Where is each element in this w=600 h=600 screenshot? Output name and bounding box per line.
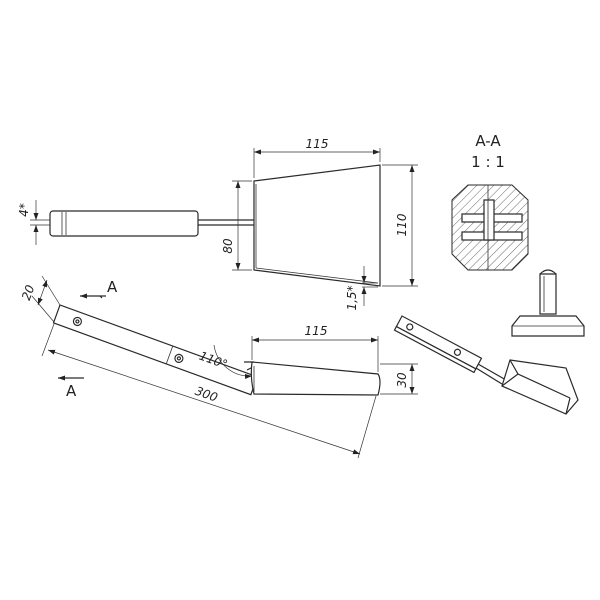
side-rivet-1 bbox=[72, 316, 83, 327]
iso-rivet-1 bbox=[406, 323, 414, 331]
side-handle-bar bbox=[52, 304, 259, 396]
side-view: 115 30 110° 20 300 A A bbox=[19, 275, 418, 459]
dim-top-height: 110 bbox=[395, 213, 409, 236]
iso-rivet-2 bbox=[453, 348, 462, 356]
iso-view bbox=[393, 315, 579, 415]
dim-top-handle-thk: 4* bbox=[17, 203, 31, 217]
dim-top-inner: 80 bbox=[221, 238, 235, 254]
dim-side-pan-height: 30 bbox=[395, 372, 409, 388]
dim-side-length: 300 bbox=[193, 384, 220, 405]
dim-top-width: 115 bbox=[306, 137, 329, 151]
detail-t-piece bbox=[511, 269, 585, 337]
cut-label-bottom: A bbox=[66, 382, 77, 400]
dim-side-pan-width: 115 bbox=[305, 324, 328, 338]
section-scale: 1 : 1 bbox=[471, 153, 505, 171]
top-handle-grip bbox=[49, 210, 199, 237]
section-title: A-A bbox=[475, 132, 501, 150]
side-pan-outline bbox=[250, 361, 381, 396]
iso-pan bbox=[501, 359, 579, 415]
section-view: A-A 1 : 1 bbox=[451, 132, 529, 271]
top-view: 115 110 80 4* 1,5* bbox=[17, 137, 418, 311]
t-stem bbox=[539, 273, 557, 315]
dim-line-side-handle-width bbox=[37, 279, 48, 306]
cut-label-top: A bbox=[107, 278, 118, 296]
top-pan-outline bbox=[253, 164, 381, 287]
dim-top-lip: 1,5* bbox=[345, 285, 359, 310]
dim-side-handle-width: 20 bbox=[19, 283, 38, 302]
dim-line-side-length bbox=[47, 349, 361, 455]
